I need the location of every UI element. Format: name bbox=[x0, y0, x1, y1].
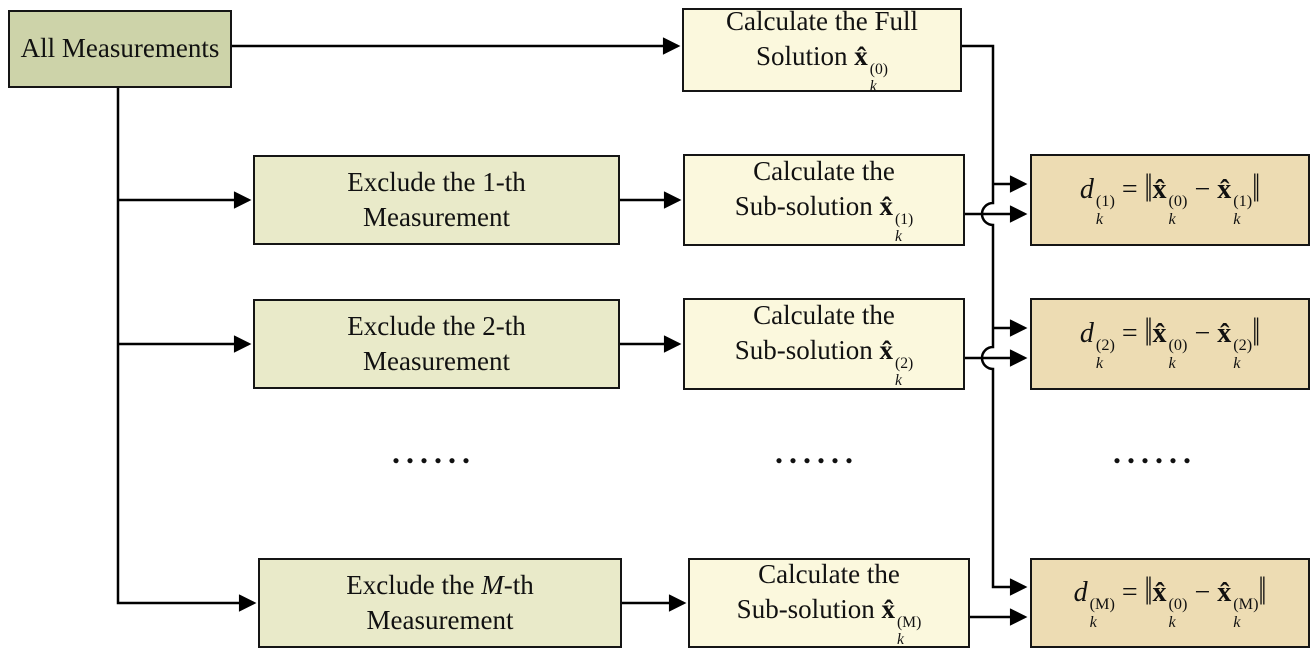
arrow-spine-left bbox=[116, 88, 257, 612]
node-all-measurements-label: All Measurements bbox=[20, 33, 220, 64]
node-distance-M: d(M)k = ‖x̂(0)k − x̂(M)k‖ bbox=[1030, 558, 1310, 648]
ellipsis-right: ...... bbox=[1113, 434, 1197, 470]
ellipsis-left: ...... bbox=[392, 434, 476, 470]
ellipsis-middle: ...... bbox=[775, 434, 859, 470]
node-distance-1: d(1)k = ‖x̂(0)k − x̂(1)k‖ bbox=[1030, 154, 1310, 246]
node-all-measurements: All Measurements bbox=[8, 10, 232, 88]
node-distance-M-formula: d(M)k = ‖x̂(0)k − x̂(M)k‖ bbox=[1073, 569, 1267, 631]
node-distance-1-formula: d(1)k = ‖x̂(0)k − x̂(1)k‖ bbox=[1079, 166, 1261, 228]
arrow-fullsolution-spine bbox=[962, 44, 1028, 596]
node-distance-2: d(2)k = ‖x̂(0)k − x̂(2)k‖ bbox=[1030, 298, 1310, 390]
node-distance-2-formula: d(2)k = ‖x̂(0)k − x̂(2)k‖ bbox=[1079, 310, 1261, 372]
